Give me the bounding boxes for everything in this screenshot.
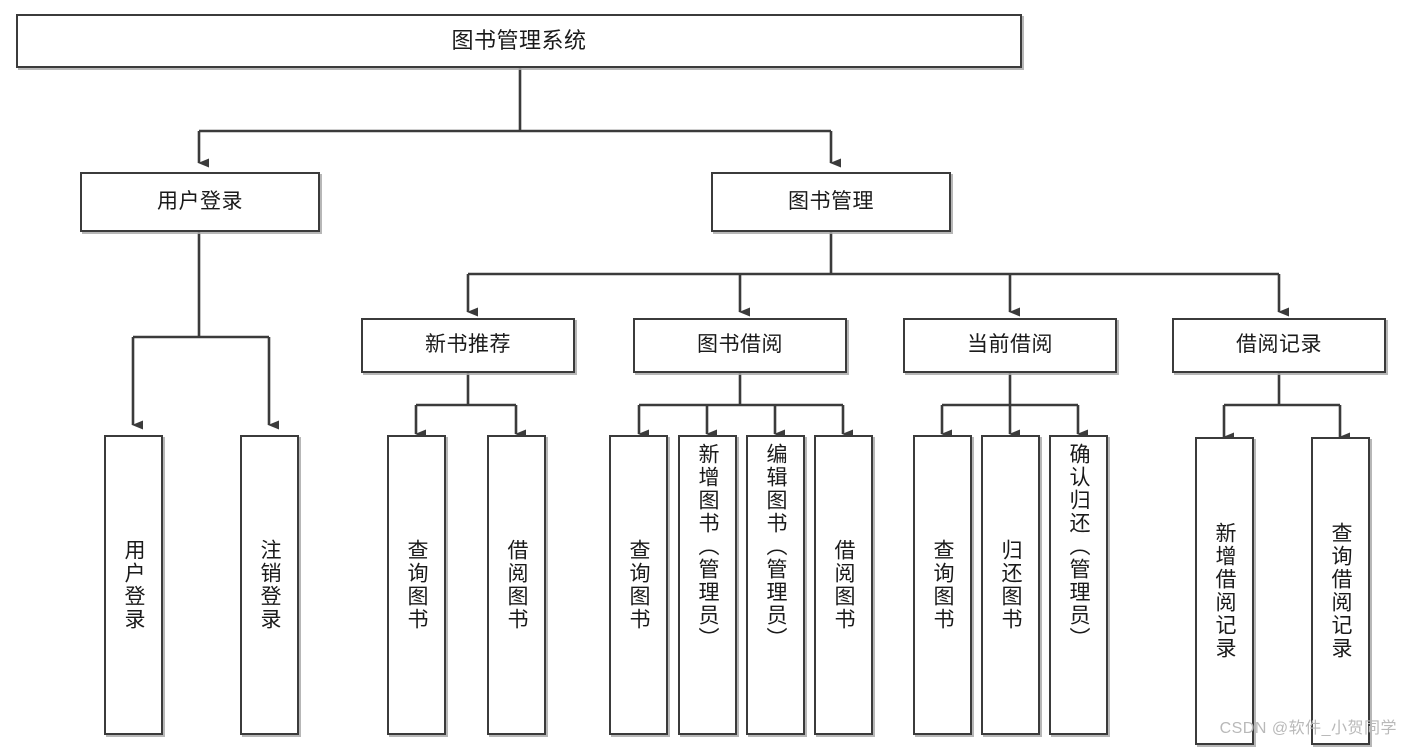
node-label: 借阅图书 xyxy=(832,539,855,631)
node-label: 新增图书（管理员） xyxy=(696,443,719,650)
leaf-new-book-query-book[interactable]: 查询图书 xyxy=(387,435,446,735)
leaf-book-borrow-add-book-admin[interactable]: 新增图书（管理员） xyxy=(678,435,737,735)
leaf-borrow-record-add-record[interactable]: 新增借阅记录 xyxy=(1195,437,1254,745)
node-book-borrow[interactable]: 图书借阅 xyxy=(633,318,847,373)
node-label: 图书管理系统 xyxy=(451,28,587,54)
node-label: 借阅图书 xyxy=(505,539,528,631)
node-label: 注销登录 xyxy=(258,539,281,631)
node-label: 图书借阅 xyxy=(697,333,783,357)
leaf-current-borrow-query-book[interactable]: 查询图书 xyxy=(913,435,972,735)
node-label: 确认归还（管理员） xyxy=(1067,443,1090,650)
node-label: 编辑图书（管理员） xyxy=(764,443,787,650)
node-current-borrow[interactable]: 当前借阅 xyxy=(903,318,1117,373)
leaf-book-borrow-query-book[interactable]: 查询图书 xyxy=(609,435,668,735)
node-user-login[interactable]: 用户登录 xyxy=(80,172,320,232)
node-label: 图书管理 xyxy=(788,189,874,213)
leaf-new-book-borrow-book[interactable]: 借阅图书 xyxy=(487,435,546,735)
node-label: 用户登录 xyxy=(122,539,145,631)
node-label: 用户登录 xyxy=(157,189,243,213)
leaf-current-borrow-return-book[interactable]: 归还图书 xyxy=(981,435,1040,735)
node-label: 查询借阅记录 xyxy=(1329,522,1352,660)
leaf-current-borrow-confirm-return-admin[interactable]: 确认归还（管理员） xyxy=(1049,435,1108,735)
node-label: 查询图书 xyxy=(405,539,428,631)
node-new-book-recommend[interactable]: 新书推荐 xyxy=(361,318,575,373)
leaf-user-login-logout[interactable]: 注销登录 xyxy=(240,435,299,735)
node-label: 查询图书 xyxy=(627,539,650,631)
node-label: 当前借阅 xyxy=(967,333,1053,357)
node-label: 新增借阅记录 xyxy=(1213,522,1236,660)
node-label: 归还图书 xyxy=(999,539,1022,631)
node-borrow-record[interactable]: 借阅记录 xyxy=(1172,318,1386,373)
leaf-book-borrow-edit-book-admin[interactable]: 编辑图书（管理员） xyxy=(746,435,805,735)
node-root-book-management-system[interactable]: 图书管理系统 xyxy=(16,14,1022,68)
leaf-book-borrow-borrow-book[interactable]: 借阅图书 xyxy=(814,435,873,735)
node-label: 借阅记录 xyxy=(1236,333,1322,357)
node-book-management[interactable]: 图书管理 xyxy=(711,172,951,232)
leaf-borrow-record-query-record[interactable]: 查询借阅记录 xyxy=(1311,437,1370,745)
node-label: 新书推荐 xyxy=(425,333,511,357)
watermark-text: CSDN @软件_小贺同学 xyxy=(1219,720,1397,737)
leaf-user-login-signin[interactable]: 用户登录 xyxy=(104,435,163,735)
node-label: 查询图书 xyxy=(931,539,954,631)
